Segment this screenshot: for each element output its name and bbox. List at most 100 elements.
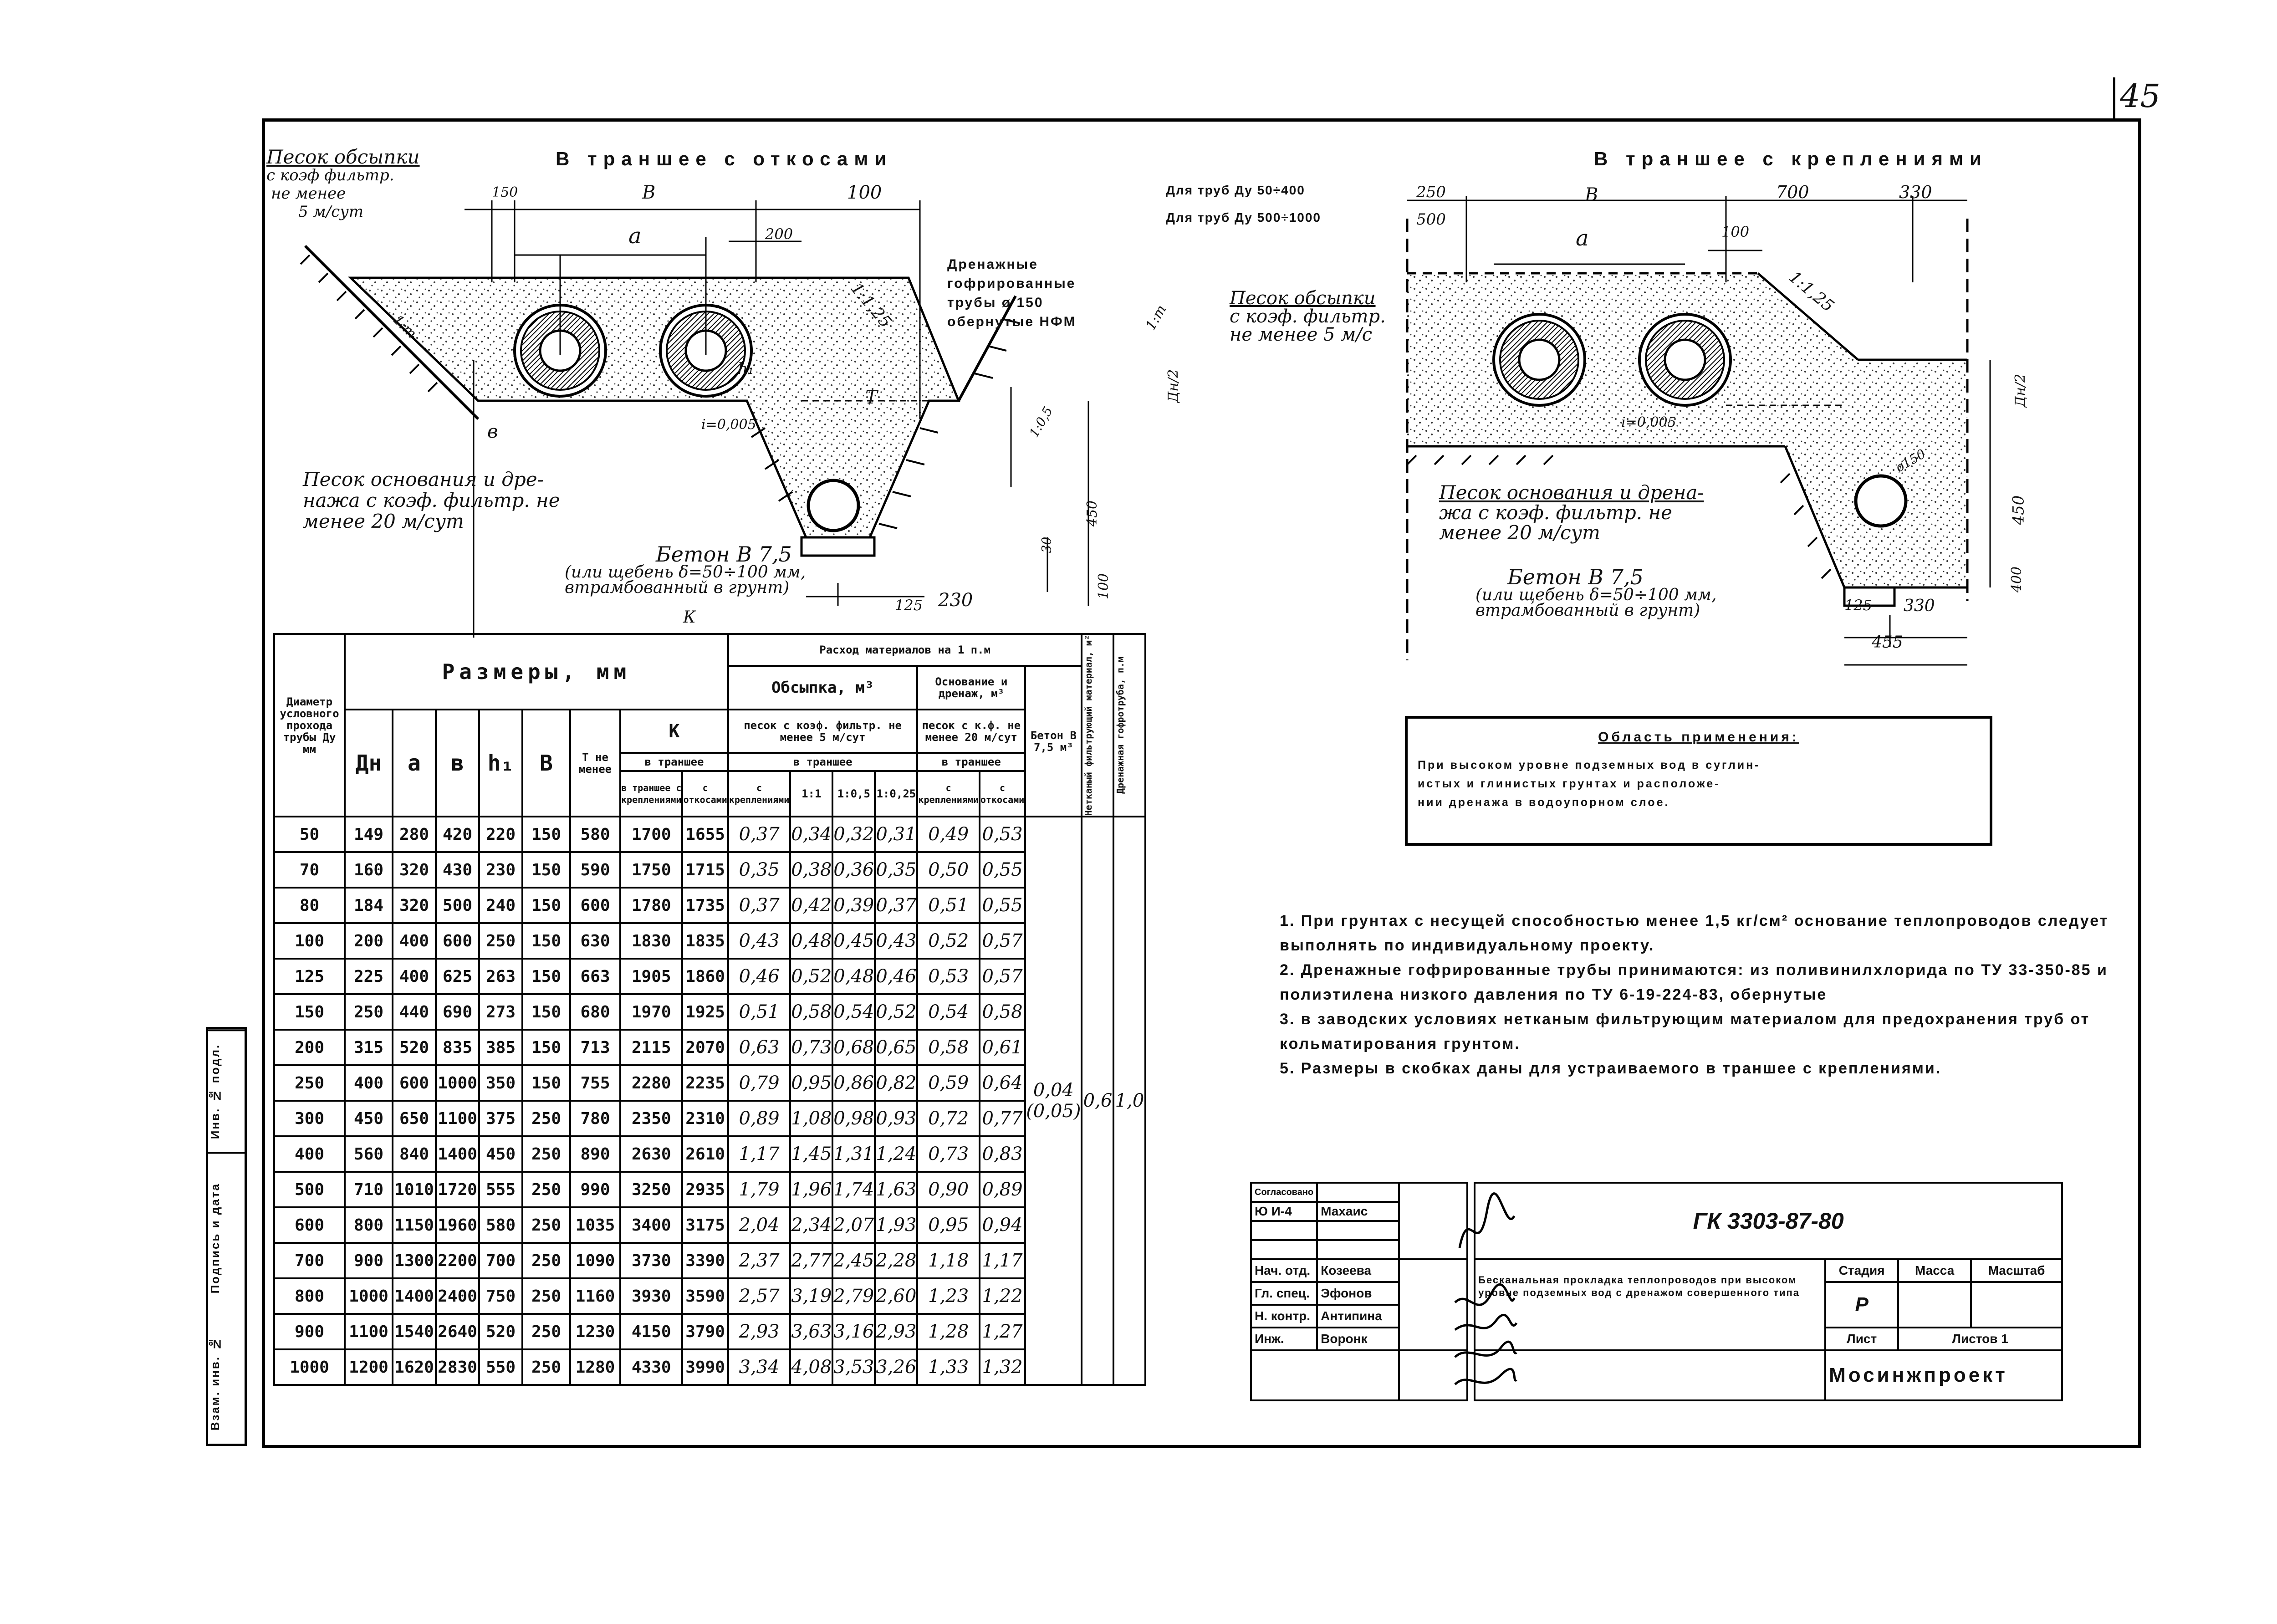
table-cell: 149 [344,816,393,853]
left-dim-450: 450 [1084,500,1101,527]
th-base-trench: в траншее [916,752,1026,772]
table-cell: 1,93 [874,1206,919,1244]
table-cell: 2,28 [874,1242,919,1280]
stamp-name-2 [1316,1220,1400,1241]
stamp-name-1: Махаис [1316,1201,1400,1222]
table-cell: 400 [392,958,437,996]
table-cell: 1780 [619,887,684,924]
table-cell: 250 [521,1206,571,1244]
table-cell: 315 [344,1029,393,1067]
concrete-value-cell: 0,04(0,05) [1024,816,1083,1386]
table-cell: 630 [569,922,621,960]
table-cell: 1860 [681,958,729,996]
left-sand-base-label: Песок основания и дре- нажа с коэф. филь… [303,469,560,532]
th-k: К [619,708,729,754]
left-drain-pipes-line-4: обернутые НФМ [947,314,1077,329]
table-cell: 250 [344,993,393,1031]
table-cell: 590 [569,851,621,889]
left-sand-base-line-3: менее 20 м/сут [303,510,464,532]
table-cell: 0,83 [978,1135,1026,1173]
table-cell: 150 [521,1029,571,1067]
table-cell: 230 [478,851,523,889]
table-cell: 1720 [435,1171,480,1209]
table-cell: 0,53 [978,816,1026,853]
table-cell: 0,55 [978,887,1026,924]
table-cell: 3930 [619,1277,684,1315]
table-cell: 0,58 [916,1029,980,1067]
table-cell: 150 [273,993,346,1031]
table-cell: 100 [273,922,346,960]
table-cell: 280 [392,816,437,853]
table-cell: 1300 [392,1242,437,1280]
right-dim-455: 455 [1872,633,1903,652]
table-cell: 1000 [435,1064,480,1102]
table-cell: 0,59 [916,1064,980,1102]
table-cell: 1,17 [727,1135,791,1173]
table-cell: 0,90 [916,1171,980,1209]
table-cell: 1715 [681,851,729,889]
table-cell: 835 [435,1029,480,1067]
table-cell: 1000 [344,1277,393,1315]
table-cell: 780 [569,1100,621,1138]
left-drain-pipes-line-3: трубы ø 150 [947,295,1044,310]
table-cell: 3,34 [727,1348,791,1386]
page-number: 45 [2120,77,2161,115]
area-text-3: нии дренажа в водоупорном слое. [1418,796,1670,809]
th-k-slope: с откосами [681,770,729,818]
table-cell: 600 [435,922,480,960]
area-title: Область применения: [1598,730,1799,745]
th-materials: Расход материалов на 1 п.м [727,633,1083,667]
table-cell: 3390 [681,1242,729,1280]
table-cell: 840 [392,1135,437,1173]
table-cell: 250 [521,1242,571,1280]
table-cell: 0,73 [916,1135,980,1173]
table-cell: 250 [521,1135,571,1173]
left-section-drawing [300,200,1089,638]
table-cell: 0,68 [832,1029,876,1067]
table-cell: 2830 [435,1348,480,1386]
table-cell: 3,26 [874,1348,919,1386]
table-cell: 1905 [619,958,684,996]
table-cell: 400 [344,1064,393,1102]
stamp-sheet: Лист [1824,1327,1899,1351]
th-s025: 1:0,25 [874,770,919,818]
table-cell: 663 [569,958,621,996]
table-cell: 0,58 [789,993,834,1031]
table-cell: 1280 [569,1348,621,1386]
table-cell: 0,36 [832,851,876,889]
side-stamp-2: Подпись и дата [208,1152,245,1323]
table-cell: 250 [521,1100,571,1138]
table-cell: 1750 [619,851,684,889]
th-a: а [392,708,437,818]
stamp-role-4: Нач. отд. [1250,1258,1318,1283]
table-cell: 560 [344,1135,393,1173]
table-cell: 0,64 [978,1064,1026,1102]
table-cell: 2115 [619,1029,684,1067]
table-cell: 150 [521,922,571,960]
left-dim-200: 200 [765,225,793,243]
left-concrete-label: Бетон В 7,5 (или щебень δ=50÷100 мм, втр… [565,544,806,596]
table-cell: 0,54 [916,993,980,1031]
table-cell: 1,32 [978,1348,1026,1386]
table-cell: 0,38 [789,851,834,889]
table-cell: 1,28 [916,1313,980,1351]
table-cell: 2350 [619,1100,684,1138]
right-dim-100: 100 [1721,223,1750,240]
note-3: 3. в заводских условиях нетканым фильтру… [1280,1011,2090,1052]
table-cell: 225 [344,958,393,996]
table-cell: 0,79 [727,1064,791,1102]
note-5: 5. Размеры в скобках даны для устраиваем… [1280,1060,1942,1077]
table-cell: 2610 [681,1135,729,1173]
left-dim-100b: 100 [1096,573,1112,600]
stamp-role-7: Инж. [1250,1327,1318,1351]
table-cell: 250 [521,1277,571,1315]
table-cell: 2,93 [874,1313,919,1351]
right-concrete-line-3: втрамбованный в грунт) [1475,601,1700,620]
table-cell: 50 [273,816,346,853]
dimensions-table: Диаметр условного прохода трубы Ду мм Ра… [273,633,1147,1386]
th-pipe: Дренажная гофротруба, п.м [1113,633,1147,818]
